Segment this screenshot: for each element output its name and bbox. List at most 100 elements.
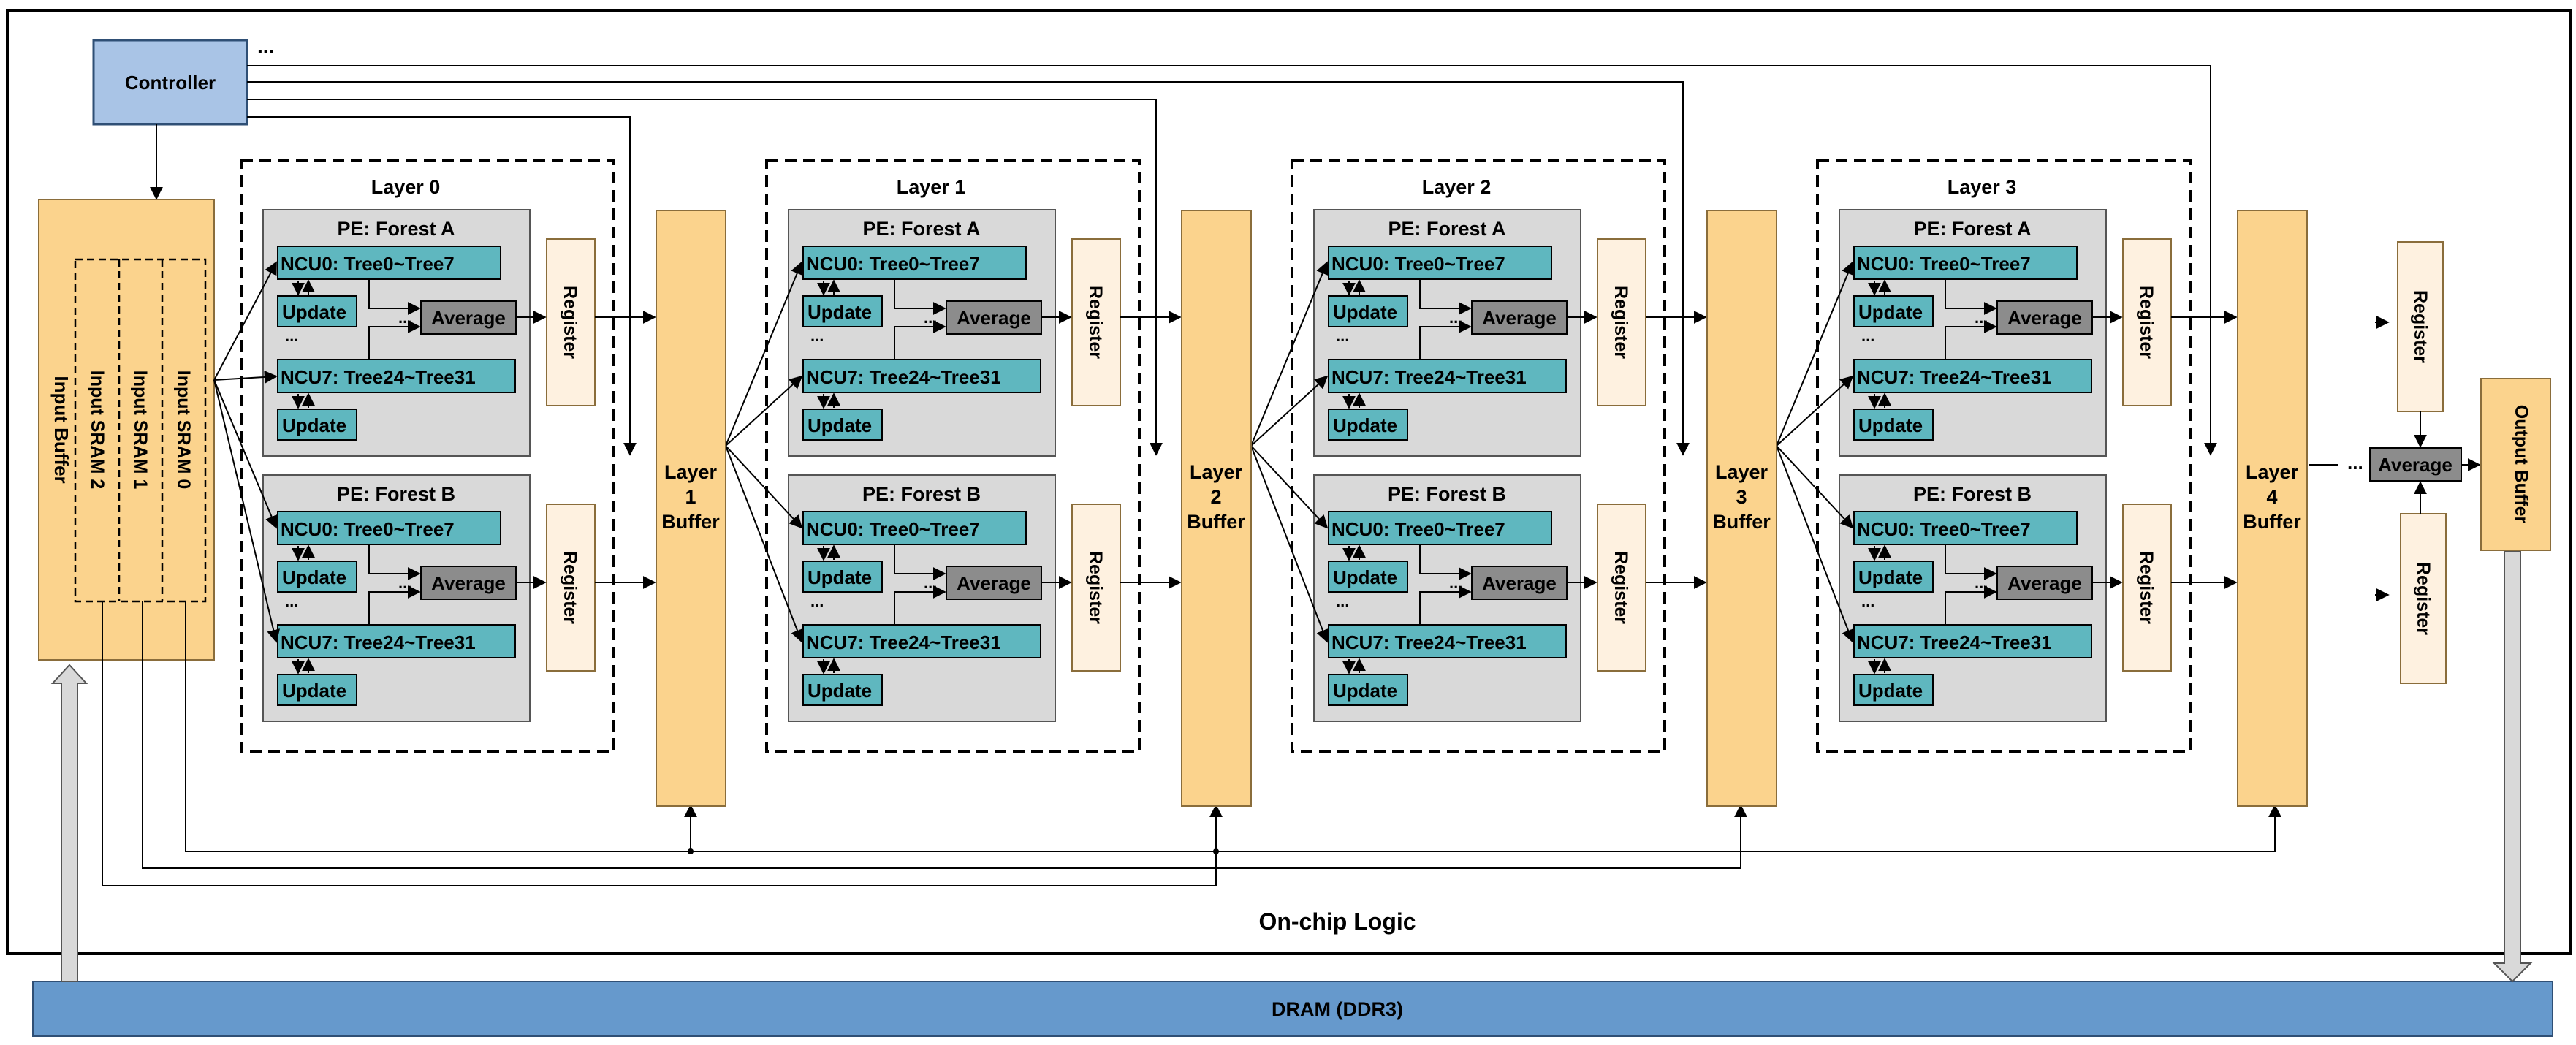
- ncu7-block: [1328, 624, 1567, 658]
- input-sram-0: Input SRAM 0: [173, 370, 194, 490]
- register-label: Register: [2136, 551, 2157, 624]
- ncu7-block: [1853, 624, 2092, 658]
- layer-title: Layer 0: [371, 176, 441, 198]
- update-block: [277, 674, 357, 706]
- register-block: [1071, 238, 1121, 406]
- input-sram-group: [74, 258, 207, 603]
- update-label: Update: [1333, 301, 1397, 323]
- input-buffer-label: Input Buffer: [50, 376, 72, 483]
- register-block: [2122, 238, 2172, 406]
- average-ellipsis: ...: [924, 308, 937, 327]
- output-register-top-label: Register: [2410, 290, 2431, 363]
- average-ellipsis: ...: [398, 308, 411, 327]
- ncu-ellipsis: ...: [1861, 592, 1874, 610]
- onchip-logic-label: On-chip Logic: [1258, 908, 1416, 935]
- controller-label: Controller: [125, 72, 216, 94]
- layer-buffer-block: [656, 210, 726, 807]
- average-label: Average: [957, 307, 1031, 329]
- update-block: [1328, 408, 1408, 441]
- update-label: Update: [808, 414, 872, 436]
- register-block: [1597, 503, 1646, 672]
- ncu0-label: NCU0: Tree0~Tree7: [806, 253, 980, 275]
- update-label: Update: [1333, 566, 1397, 588]
- average-label: Average: [1482, 307, 1557, 329]
- update-label: Update: [282, 414, 346, 436]
- average-ellipsis: ...: [1975, 308, 1988, 327]
- update-label: Update: [282, 680, 346, 702]
- update-label: Update: [1858, 414, 1923, 436]
- ncu-ellipsis: ...: [810, 327, 824, 345]
- layer-frame: [240, 159, 615, 753]
- layer-buffer-label-2: 4: [2266, 486, 2277, 508]
- update-label: Update: [1333, 680, 1397, 702]
- ncu0-label: NCU0: Tree0~Tree7: [281, 518, 455, 540]
- update-block: [277, 408, 357, 441]
- ncu-ellipsis: ...: [1336, 327, 1349, 345]
- ncu7-label: NCU7: Tree24~Tree31: [1331, 631, 1527, 653]
- output-buffer: [2480, 378, 2551, 551]
- dram-label: DRAM (DDR3): [1272, 998, 1403, 1020]
- ncu7-label: NCU7: Tree24~Tree31: [281, 631, 476, 653]
- average-ellipsis: ...: [398, 574, 411, 592]
- layer-buffer-block: [1181, 210, 1252, 807]
- register-label: Register: [1611, 286, 1631, 359]
- input-buffer: [38, 199, 215, 661]
- update-block: [802, 560, 883, 593]
- layer-buffer-label-2: 2: [1210, 486, 1221, 508]
- layer-frame: [1291, 159, 1666, 753]
- output-buffer-label: Output Buffer: [2511, 405, 2531, 524]
- ncu0-label: NCU0: Tree0~Tree7: [1331, 518, 1505, 540]
- average-block: [946, 566, 1042, 600]
- layer-buffer-label-3: Buffer: [2243, 511, 2301, 533]
- update-block: [1853, 295, 1934, 327]
- output-to-dram-arrow: [2492, 551, 2533, 983]
- pe-title: PE: Forest B: [1388, 483, 1506, 505]
- layer-buffer-label-1: Layer: [2246, 461, 2299, 483]
- update-label: Update: [1333, 414, 1397, 436]
- average-label: Average: [957, 572, 1031, 594]
- ncu0-label: NCU0: Tree0~Tree7: [1331, 253, 1505, 275]
- update-block: [1328, 295, 1408, 327]
- ncu0-label: NCU0: Tree0~Tree7: [806, 518, 980, 540]
- ncu0-block: [802, 511, 1027, 545]
- layer-buffer-block: [1706, 210, 1777, 807]
- average-label: Average: [2007, 572, 2082, 594]
- register-label: Register: [1085, 286, 1106, 359]
- update-label: Update: [1858, 680, 1923, 702]
- pe-title: PE: Forest B: [862, 483, 981, 505]
- output-register-bottom-label: Register: [2413, 562, 2433, 635]
- pe-title: PE: Forest A: [337, 218, 455, 240]
- onchip-logic-frame: [6, 10, 2572, 955]
- layer-title: Layer 1: [897, 176, 966, 198]
- register-label: Register: [2136, 286, 2157, 359]
- update-label: Update: [808, 680, 872, 702]
- pe-title: PE: Forest A: [1388, 218, 1505, 240]
- output-average-label: Average: [2378, 454, 2452, 476]
- update-block: [1853, 560, 1934, 593]
- register-block: [1597, 238, 1646, 406]
- layer-title: Layer 2: [1422, 176, 1492, 198]
- average-label: Average: [1482, 572, 1557, 594]
- ncu-ellipsis: ...: [285, 327, 298, 345]
- ncu0-block: [277, 246, 501, 280]
- update-label: Update: [282, 301, 346, 323]
- ncu-ellipsis: ...: [1861, 327, 1874, 345]
- average-block: [420, 300, 517, 335]
- ncu0-label: NCU0: Tree0~Tree7: [1857, 518, 2031, 540]
- ncu7-label: NCU7: Tree24~Tree31: [806, 366, 1001, 388]
- average-ellipsis: ...: [1449, 574, 1462, 592]
- ncu7-block: [1853, 359, 2092, 393]
- layer-buffer-label-2: 3: [1736, 486, 1747, 508]
- update-label: Update: [1858, 301, 1923, 323]
- ncu7-label: NCU7: Tree24~Tree31: [1857, 631, 2052, 653]
- update-block: [1853, 674, 1934, 706]
- register-label: Register: [1611, 551, 1631, 624]
